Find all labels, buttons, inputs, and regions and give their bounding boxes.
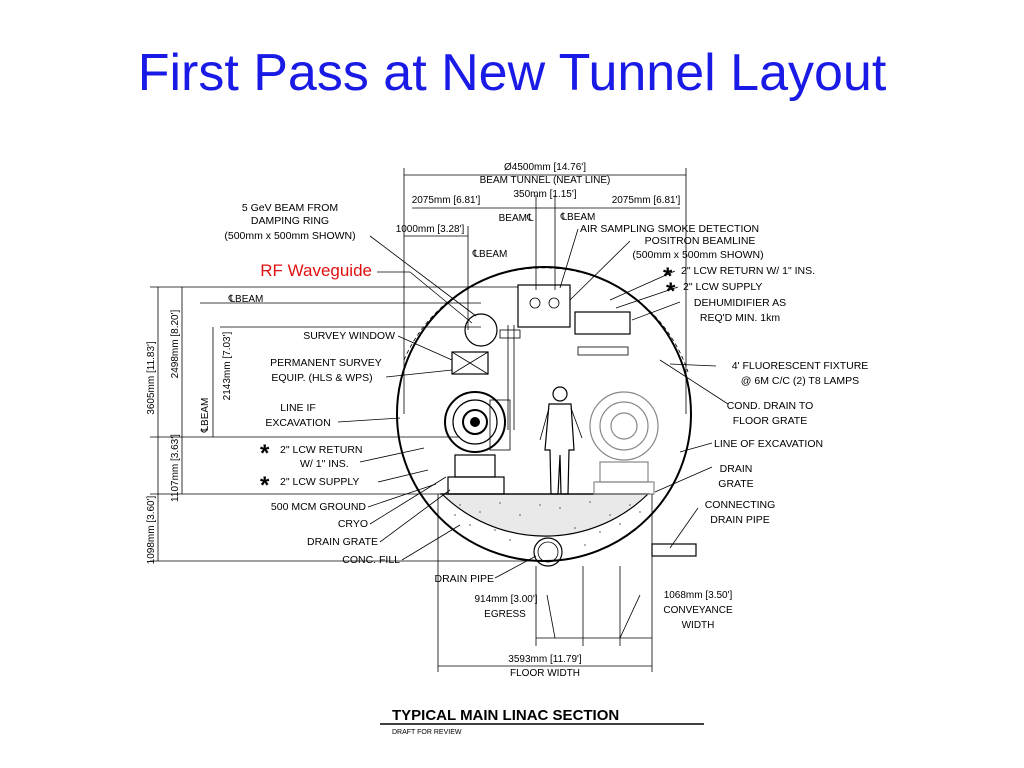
dim-right-2075: 2075mm [6.81'] (612, 195, 681, 206)
caption-subtitle: DRAFT FOR REVIEW (392, 729, 462, 736)
asterisk-right-1: * (663, 263, 673, 290)
light-fixture (577, 346, 629, 356)
excavation-line (403, 267, 689, 373)
label-fluorescent-1: 4' FLUORESCENT FIXTURE (732, 360, 869, 372)
slide-title: First Pass at New Tunnel Layout (137, 44, 887, 102)
label-line-of-excavation: LINE OF EXCAVATION (714, 438, 823, 450)
label-positron-2: (500mm x 500mm SHOWN) (632, 249, 763, 261)
label-line-if-2: EXCAVATION (265, 417, 330, 429)
asterisk-left-1: * (260, 440, 270, 467)
label-dehumidifier-1: DEHUMIDIFIER AS (694, 297, 786, 309)
dim-3605: 3605mm [11.83'] (146, 341, 157, 415)
dim-cbeam-upper: ℄BEAM (472, 249, 508, 260)
person-figure (539, 386, 583, 495)
label-lcw-supply-right: 2" LCW SUPPLY (683, 281, 762, 293)
dimension-lines (150, 168, 687, 672)
label-conc-fill: CONC. FILL (342, 554, 400, 566)
dim-egress: EGRESS (484, 609, 526, 620)
label-survey-window: SURVEY WINDOW (303, 330, 395, 342)
connecting-drain-pipe-shape (651, 543, 697, 557)
dim-cbeam-vertical: ℄BEAM (200, 398, 211, 434)
label-drain-grate-right-1: DRAIN (720, 463, 753, 475)
tunnel-structure (396, 266, 697, 567)
label-dehumidifier-2: REQ'D MIN. 1km (700, 312, 780, 324)
asterisk-left-2: * (260, 472, 270, 499)
damping-ring-beam-pipe (464, 313, 498, 347)
dim-width: WIDTH (682, 620, 715, 631)
dim-beam-tunnel: BEAM TUNNEL (NEAT LINE) (480, 175, 611, 186)
label-lcw-return-l1: 2" LCW RETURN (280, 444, 362, 456)
dim-3593: 3593mm [11.79'] (508, 654, 582, 665)
dim-1098: 1098mm [3.60'] (146, 495, 157, 564)
label-perm-survey-2: EQUIP. (HLS & WPS) (271, 372, 372, 384)
label-connecting-2: DRAIN PIPE (710, 514, 770, 526)
dim-beam-c-right: ℄BEAM (560, 212, 596, 223)
label-cond-drain-2: FLOOR GRATE (733, 415, 807, 427)
pipe-support (499, 329, 521, 339)
label-drain-pipe: DRAIN PIPE (434, 573, 494, 585)
asterisk-right-2: * (666, 278, 676, 305)
dim-diameter: Ø4500mm [14.76'] (504, 162, 586, 173)
dehumidifier-unit (574, 311, 631, 335)
dim-center-350: 350mm [1.15'] (513, 189, 576, 200)
label-rf-waveguide: RF Waveguide (260, 261, 372, 280)
dim-floor-width: FLOOR WIDTH (510, 668, 580, 679)
dim-left-2075: 2075mm [6.81'] (412, 195, 481, 206)
concrete-fill (440, 493, 650, 537)
dim-2498: 2498mm [8.20'] (170, 309, 181, 378)
dim-beam-c-left: BEAM℄ (499, 213, 534, 224)
label-cond-drain-1: COND. DRAIN TO (727, 400, 814, 412)
caption-title: TYPICAL MAIN LINAC SECTION (392, 707, 619, 724)
survey-window-box (451, 351, 489, 375)
dim-2143: 2143mm [7.03'] (222, 331, 233, 400)
beam-box (517, 284, 571, 328)
label-lcw-return-right: 2" LCW RETURN W/ 1" INS. (681, 265, 815, 277)
label-line-if-1: LINE IF (280, 402, 316, 414)
dim-914: 914mm [3.00'] (474, 594, 537, 605)
dim-cbeam-left: ℄BEAM (228, 294, 264, 305)
dim-1068: 1068mm [3.50'] (664, 590, 733, 601)
dim-1000: 1000mm [3.28'] (396, 224, 465, 235)
label-drain-grate-left: DRAIN GRATE (307, 536, 378, 548)
label-lcw-return-l2: W/ 1" INS. (300, 458, 349, 470)
leader-lines (337, 228, 729, 639)
fill-stipple (454, 501, 641, 546)
label-fluorescent-2: @ 6M C/C (2) T8 LAMPS (741, 375, 859, 387)
label-connecting-1: CONNECTING (705, 499, 776, 511)
label-positron-1: POSITRON BEAMLINE (645, 235, 756, 247)
drain-pipe-shape (533, 537, 563, 567)
label-beam5-2: DAMPING RING (251, 215, 329, 227)
cryomodule-right (589, 391, 659, 495)
upper-equipment (451, 284, 631, 430)
label-perm-survey-1: PERMANENT SURVEY (270, 357, 382, 369)
label-beam5-1: 5 GeV BEAM FROM (242, 202, 338, 214)
label-mcm-ground: 500 MCM GROUND (271, 501, 367, 513)
label-air-sampling: AIR SAMPLING SMOKE DETECTION (580, 223, 759, 235)
label-beam5-3: (500mm x 500mm SHOWN) (224, 230, 355, 242)
label-cryo: CRYO (338, 518, 368, 530)
dim-conveyance: CONVEYANCE (663, 605, 733, 616)
cryomodule-left (444, 391, 511, 495)
label-drain-grate-right-2: GRATE (718, 478, 753, 490)
label-lcw-supply-l: 2" LCW SUPPLY (280, 476, 359, 488)
dim-1107: 1107mm [3.63'] (170, 434, 181, 502)
